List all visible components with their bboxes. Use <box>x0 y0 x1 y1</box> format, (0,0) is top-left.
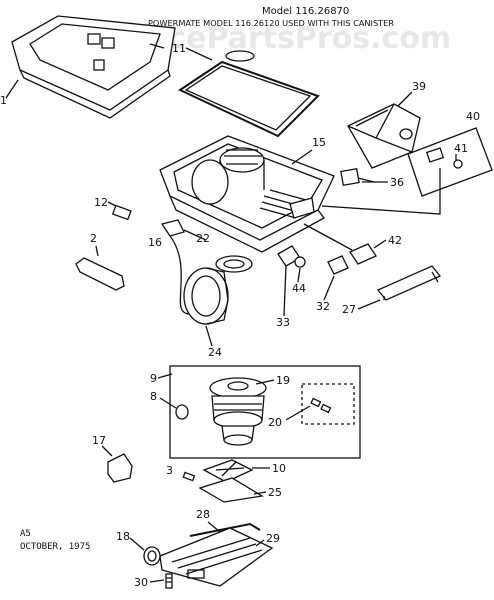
powermate-line: POWERMATE MODEL 116.26120 USED WITH THIS… <box>148 18 394 28</box>
leader-9 <box>157 373 173 379</box>
part-42-hinge <box>349 243 377 265</box>
callout-10: 10 <box>272 462 286 475</box>
callout-2: 2 <box>90 232 97 245</box>
part-40-latch <box>425 147 445 163</box>
callout-17: 17 <box>92 434 106 447</box>
wire-to-latch <box>321 168 441 215</box>
callout-27: 24 <box>208 346 222 359</box>
leader-18 <box>129 537 145 551</box>
part-30-screw <box>165 573 173 589</box>
part-10-impeller-plate <box>202 459 254 483</box>
callout-20: 20 <box>268 416 282 429</box>
leader-15 <box>291 149 313 165</box>
part-22-ring <box>215 255 253 273</box>
callout-41: 41 <box>454 142 468 155</box>
part-8-bushing <box>175 404 189 420</box>
part-15-canister-body <box>159 135 335 253</box>
callout-22: 22 <box>196 232 210 245</box>
callout-3: 3 <box>166 464 173 477</box>
leader-12 <box>107 201 117 207</box>
callout-40: 40 <box>466 110 480 123</box>
leader-2 <box>95 245 99 257</box>
leader-42 <box>373 239 387 249</box>
part-2-bracket <box>75 257 125 291</box>
footer-code: A5 <box>20 529 31 539</box>
part-29-base-plate <box>159 527 274 587</box>
leader-32 <box>323 275 335 301</box>
part-17-housing <box>107 453 133 483</box>
motor <box>209 377 267 446</box>
part-20-brush-set <box>301 383 355 425</box>
leader-8 <box>159 397 177 409</box>
leader-20 <box>285 405 311 421</box>
leader-19 <box>255 379 275 385</box>
leader-30 <box>149 579 165 583</box>
part-27-cord-reel <box>183 267 229 325</box>
leader-39 <box>397 91 413 107</box>
part-32-catch <box>327 255 349 275</box>
leader-1 <box>5 79 19 99</box>
part-40-bracket-outline <box>407 127 493 197</box>
callout-9: 9 <box>150 372 157 385</box>
leader-11 <box>185 47 213 61</box>
part-11-gasket <box>177 60 320 138</box>
callout-33: 27 <box>342 303 356 316</box>
callout-25: 25 <box>268 486 282 499</box>
callout-42: 42 <box>388 234 402 247</box>
callout-30: 30 <box>134 576 148 589</box>
part-18-wheel <box>143 546 161 566</box>
part-3-clip <box>182 471 196 482</box>
part-12-block <box>111 204 132 221</box>
callout-32: 32 <box>316 300 330 313</box>
part-9-motor-group-outline <box>169 365 361 459</box>
leader-17 <box>101 445 113 457</box>
callout-39: 39 <box>412 80 426 93</box>
part-36-switch <box>340 167 360 187</box>
filter-disk <box>225 50 255 62</box>
part-39-bag-holder <box>347 103 421 169</box>
callout-28: 28 <box>196 508 210 521</box>
part-16-plug <box>160 219 185 237</box>
callout-11: 11 <box>172 42 186 55</box>
leader-27 <box>205 325 213 347</box>
part-1-lid <box>11 15 176 119</box>
callout-8: 8 <box>150 390 157 403</box>
footer-date: OCTOBER, 1975 <box>20 542 90 552</box>
leader-24 <box>283 265 287 317</box>
callout-12: 12 <box>94 196 108 209</box>
callout-16: 16 <box>148 236 162 249</box>
callout-19: 19 <box>276 374 290 387</box>
leader-25 <box>253 491 267 495</box>
callout-15: 15 <box>312 136 326 149</box>
callout-1: 1 <box>0 94 7 107</box>
callout-36: 36 <box>390 176 404 189</box>
part-44-nut <box>294 256 306 268</box>
part-41-screw <box>453 159 463 169</box>
callout-24: 33 <box>276 316 290 329</box>
part-25-plate <box>198 477 264 503</box>
leader-44 <box>297 267 301 283</box>
part-33-latch-bar <box>376 265 442 301</box>
part-28-rail <box>189 522 261 537</box>
callout-44: 44 <box>292 282 306 295</box>
leader-33 <box>357 299 381 310</box>
leader-29 <box>255 539 265 547</box>
model-line: Model 116.26870 <box>262 6 349 17</box>
callout-18: 18 <box>116 530 130 543</box>
callout-29: 29 <box>266 532 280 545</box>
